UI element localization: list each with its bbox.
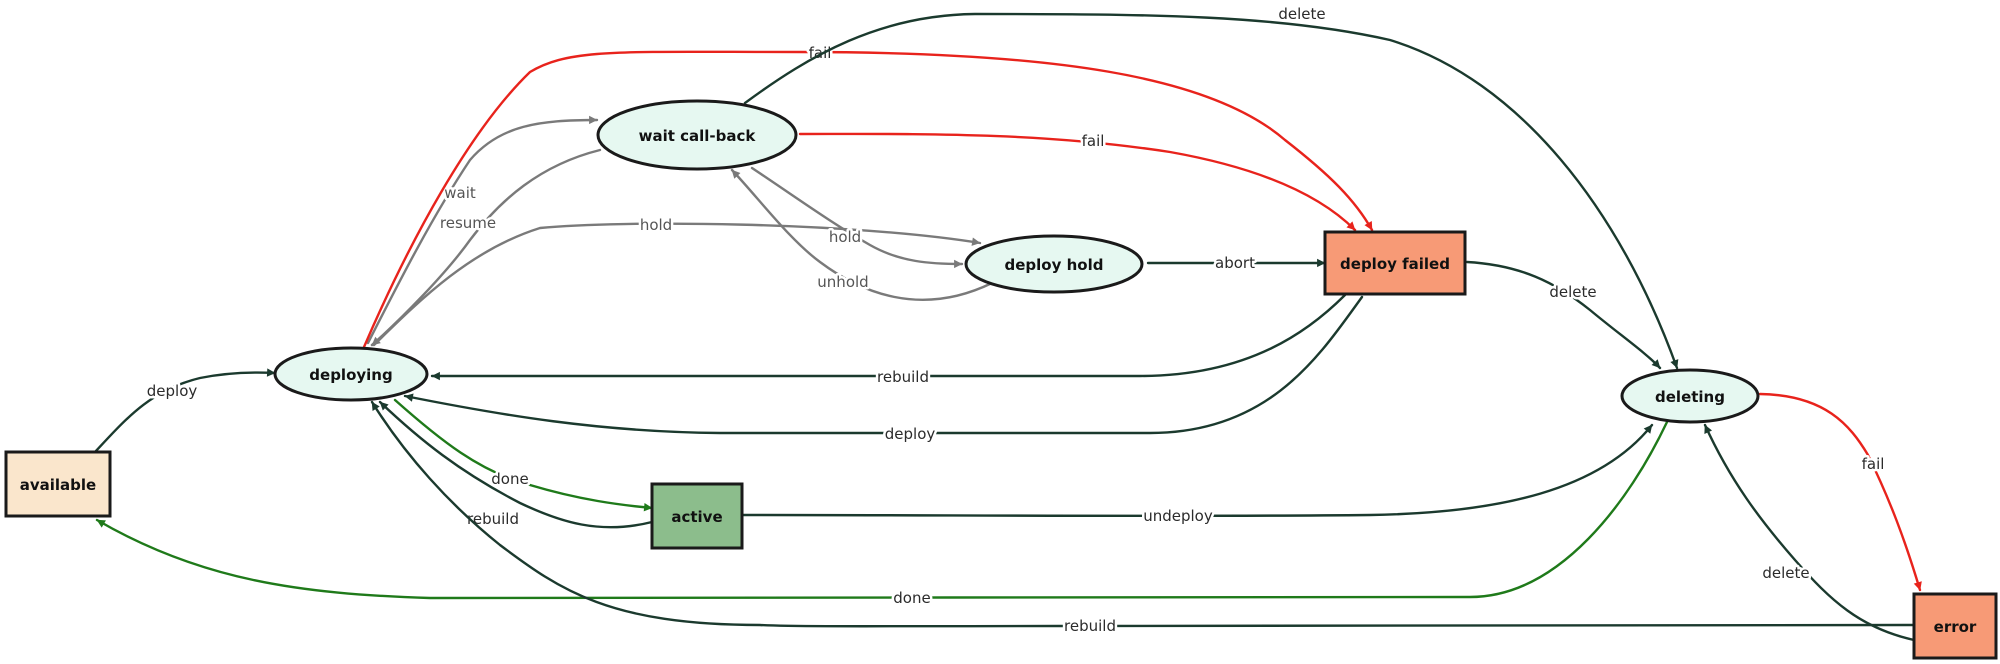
node-deploy-hold[interactable]: deploy hold xyxy=(964,234,1144,294)
node-active[interactable]: active xyxy=(650,482,744,550)
edge-deployfailed-deploying-deploy: deploy xyxy=(403,295,1364,446)
edge-label: hold xyxy=(829,228,861,246)
edge-deployfailed-deleting-delete: delete xyxy=(1465,260,1662,370)
edge-label: done xyxy=(893,589,930,607)
edge-label: wait xyxy=(444,184,476,202)
node-deploying[interactable]: deploying xyxy=(273,346,429,402)
edge-label: abort xyxy=(1215,254,1255,272)
edge-deploying-deployhold-hold: hold xyxy=(372,214,982,347)
edge-deployfailed-deploying-rebuild: rebuild xyxy=(430,293,1347,389)
node-label: active xyxy=(671,508,722,526)
edge-label: done xyxy=(491,470,528,488)
node-wait-callback[interactable]: wait call-back xyxy=(596,99,798,171)
edge-label: rebuild xyxy=(877,368,929,386)
edge-label: deploy xyxy=(885,425,936,443)
edge-error-deploying-rebuild: rebuild xyxy=(370,400,1916,638)
edge-label: undeploy xyxy=(1143,507,1213,525)
node-available[interactable]: available xyxy=(4,450,112,518)
node-label: wait call-back xyxy=(639,127,757,145)
edge-available-deploying: deploy xyxy=(93,368,277,454)
edge-label: rebuild xyxy=(467,510,519,528)
edge-label: deploy xyxy=(147,382,198,400)
edge-label: resume xyxy=(440,214,496,232)
edge-label: unhold xyxy=(817,273,868,291)
edge-label: hold xyxy=(640,216,672,234)
edge-label: fail xyxy=(1082,132,1105,150)
node-error[interactable]: error xyxy=(1912,592,1998,660)
node-label: available xyxy=(20,476,96,494)
node-deploy-failed[interactable]: deploy failed xyxy=(1323,230,1467,296)
edge-deleting-error-fail: fail xyxy=(1758,392,1922,592)
edge-deployhold-waitcallback-unhold: unhold xyxy=(730,168,994,301)
edge-waitcallback-deleting-delete: delete xyxy=(743,3,1679,370)
edge-label: delete xyxy=(1549,283,1596,301)
edge-label: delete xyxy=(1762,564,1809,582)
node-label: deploying xyxy=(309,366,392,384)
edge-deleting-available-done: done xyxy=(95,420,1669,610)
edge-waitcallback-deployhold-hold: hold xyxy=(750,166,964,269)
edge-active-deploying-rebuild: rebuild xyxy=(378,400,654,531)
node-label: deploy hold xyxy=(1005,256,1104,274)
node-deleting[interactable]: deleting xyxy=(1620,368,1760,424)
edge-label: fail xyxy=(1862,455,1885,473)
edge-active-deleting-undeploy: undeploy xyxy=(740,423,1654,528)
edge-waitcallback-deployfailed-fail: fail xyxy=(798,130,1357,232)
edge-deploying-deployfailed-fail: fail xyxy=(362,42,1374,349)
edge-label: rebuild xyxy=(1064,617,1116,635)
edge-deploying-active-done: done xyxy=(393,398,654,512)
edge-label: delete xyxy=(1278,5,1325,23)
node-label: deleting xyxy=(1655,388,1725,406)
edge-deployhold-deployfailed-abort: abort xyxy=(1146,252,1327,275)
edge-deploying-waitcallback-wait: wait xyxy=(366,115,599,345)
node-label: deploy failed xyxy=(1340,255,1450,273)
node-label: error xyxy=(1934,618,1977,636)
